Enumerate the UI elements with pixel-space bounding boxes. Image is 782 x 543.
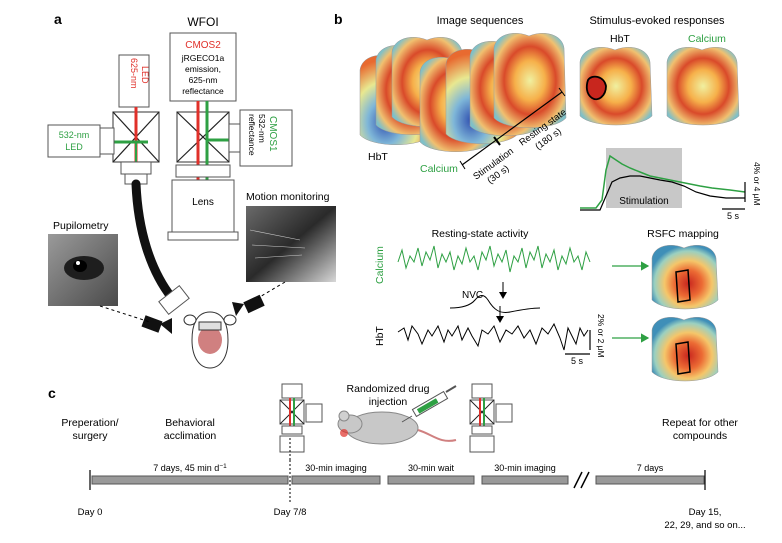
nvc-label: NVC bbox=[462, 290, 483, 301]
evoked-calcium-trace bbox=[580, 154, 746, 209]
cmos2-line3: 625-nm bbox=[189, 75, 218, 85]
rsfc-title: RSFC mapping bbox=[647, 228, 719, 240]
evoked-calcium-label: Calcium bbox=[688, 33, 726, 45]
evoked-scale-amp: 4% or 4 μM bbox=[752, 162, 762, 206]
pupilometry-label: Pupilometry bbox=[53, 220, 109, 232]
timeline-seg-wait bbox=[387, 475, 475, 485]
cmos1-label: CMOS1 bbox=[267, 116, 278, 152]
image-sequences-title: Image sequences bbox=[437, 15, 524, 27]
cmos1-line1: 532-nm bbox=[257, 114, 267, 143]
sequence-timeline bbox=[461, 91, 563, 166]
resting-activity-title: Resting-state activity bbox=[432, 228, 530, 240]
prep-line1: Preperation/ bbox=[61, 417, 118, 429]
mouse-head-icon bbox=[183, 311, 237, 369]
rsfc-map-hbt bbox=[651, 317, 719, 382]
camera-right-icon bbox=[232, 294, 265, 316]
timeline-seg-imaging1 bbox=[291, 475, 381, 485]
timeline-seg-imaging2 bbox=[481, 475, 569, 485]
wfoi-title: WFOI bbox=[187, 15, 218, 29]
camera-left-icon bbox=[141, 315, 172, 334]
mouse-injection-icon bbox=[337, 410, 457, 445]
repeat-line2: compounds bbox=[673, 430, 727, 442]
hbt-stack-label: HbT bbox=[368, 151, 388, 163]
cmos2-label: CMOS2 bbox=[185, 40, 221, 51]
calcium-stack-label: Calcium bbox=[420, 163, 458, 175]
led532-line1: 532-nm bbox=[59, 130, 90, 140]
nvc-kernel bbox=[449, 295, 541, 313]
lens-body bbox=[171, 179, 235, 239]
evoked-scale-time: 5 s bbox=[727, 211, 740, 221]
syringe-icon bbox=[401, 385, 457, 423]
panel-label-c: c bbox=[48, 385, 56, 401]
timeline-seg-7days bbox=[595, 475, 705, 485]
evoked-calcium-map bbox=[666, 47, 740, 126]
fiber-cable bbox=[131, 179, 177, 303]
seg2-label: 30-min imaging bbox=[305, 463, 367, 473]
repeat-line1: Repeat for other bbox=[662, 417, 738, 429]
resting-hbt-label: HbT bbox=[374, 326, 386, 346]
rsfc-map-calcium bbox=[651, 245, 719, 310]
resting-calcium-label: Calcium bbox=[374, 246, 386, 284]
day15-line1: Day 15, bbox=[689, 507, 722, 518]
led532-line2: LED bbox=[65, 142, 83, 152]
evoked-hbt-label: HbT bbox=[610, 33, 630, 45]
day78-label: Day 7/8 bbox=[274, 507, 307, 518]
image-sequence-stack bbox=[359, 33, 567, 152]
cmos1-line2: reflectance bbox=[247, 114, 257, 156]
resting-hbt-trace bbox=[397, 322, 589, 351]
cmos2-line2: emission, bbox=[185, 64, 221, 74]
day0-label: Day 0 bbox=[78, 507, 103, 518]
microscope-icon-2 bbox=[469, 383, 513, 453]
led625-box bbox=[118, 54, 150, 108]
prep-line2: surgery bbox=[72, 430, 108, 442]
led625-line1: 625-nm bbox=[129, 58, 139, 89]
resting-scale-amp: 2% or 2 μM bbox=[596, 314, 606, 358]
led532-box bbox=[47, 124, 101, 158]
panel-label-b: b bbox=[334, 11, 343, 27]
cmos2-line4: reflectance bbox=[182, 86, 224, 96]
motion-image bbox=[246, 206, 336, 282]
seg5-label: 7 days bbox=[637, 463, 664, 473]
seg1-label: 7 days, 45 min d−1 bbox=[153, 463, 227, 474]
resting-calcium-trace bbox=[397, 245, 591, 273]
resting-scale-time: 5 s bbox=[571, 356, 584, 366]
motion-label: Motion monitoring bbox=[246, 191, 330, 203]
stimulation-label: Stimulation bbox=[619, 196, 668, 207]
drug-line2: injection bbox=[369, 396, 408, 408]
day15-line2: 22, 29, and so on... bbox=[664, 520, 745, 531]
evoked-hbt-trace bbox=[580, 175, 745, 211]
seg3-label: 30-min wait bbox=[408, 463, 455, 473]
evoked-hbt-map bbox=[579, 47, 653, 126]
cmos2-box bbox=[169, 32, 237, 102]
cmos2-line1: jRGECO1a bbox=[181, 53, 225, 63]
microscope-icon-1 bbox=[279, 383, 323, 453]
behav-line1: Behavioral bbox=[165, 417, 215, 429]
panel-label-a: a bbox=[54, 11, 62, 27]
led625-line2: LED bbox=[140, 66, 150, 84]
seg4-label: 30-min imaging bbox=[494, 463, 556, 473]
lens-label: Lens bbox=[192, 197, 214, 208]
timeline-seg-acclimation bbox=[91, 475, 289, 485]
behav-line2: acclimation bbox=[164, 430, 217, 442]
stim-evoked-title: Stimulus-evoked responses bbox=[589, 15, 725, 27]
cmos1-box bbox=[239, 109, 293, 167]
drug-line1: Randomized drug bbox=[347, 383, 430, 395]
